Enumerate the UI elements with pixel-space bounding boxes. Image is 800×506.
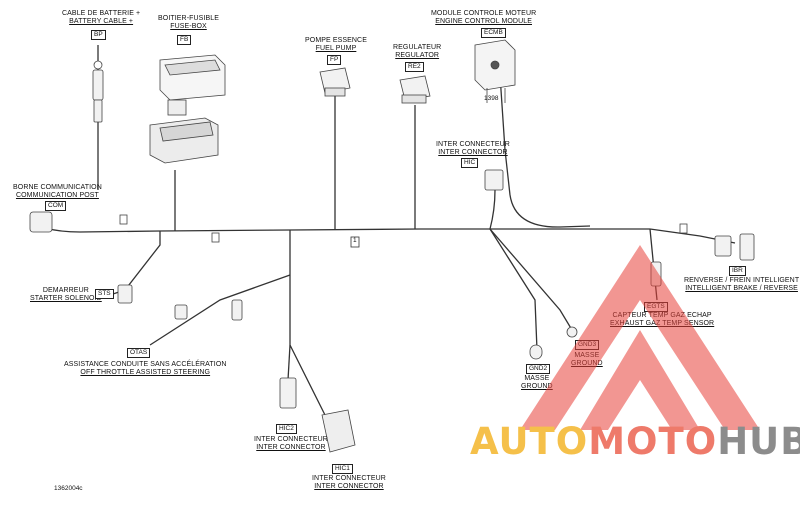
tag-hic1: HIC1 <box>332 464 353 474</box>
sts-label: DEMARREUR STARTER SOLENOID <box>30 287 102 303</box>
egts-fr: CAPTEUR TEMP GAZ ECHAP <box>612 312 712 319</box>
tag-hic: HIC <box>461 158 479 168</box>
watermark-part-moto: MOTO <box>588 420 718 463</box>
hic2-fr: INTER CONNECTEUR <box>254 436 328 443</box>
com-en: COMMUNICATION POST <box>15 192 99 199</box>
harness-mark: 1 <box>353 237 357 244</box>
gnd2-label: MASSE GROUND <box>521 375 553 391</box>
tag-gnd3: GND3 <box>575 340 600 350</box>
otas-label: ASSISTANCE CONDUITE SANS ACCÉLÉRATION OF… <box>64 361 227 377</box>
otas-fr: ASSISTANCE CONDUITE SANS ACCÉLÉRATION <box>64 361 227 368</box>
watermark-part-auto: AUTO <box>470 420 589 463</box>
tag-com: COM <box>45 201 67 211</box>
ibr-en: INTELLIGENT BRAKE / REVERSE <box>685 285 798 292</box>
tag-ibr: IBR <box>729 266 746 276</box>
connector-shapes <box>29 39 755 453</box>
hic-en: INTER CONNECTOR <box>438 149 508 156</box>
tag-egts: EGTS <box>644 302 668 312</box>
hic-fr: INTER CONNECTEUR <box>436 141 510 148</box>
gnd3-label: MASSE GROUND <box>571 352 603 368</box>
ecm-part-number: 1398 <box>484 95 499 102</box>
sts-fr: DEMARREUR <box>42 287 89 294</box>
tag-otas: OTAS <box>127 348 151 358</box>
battery-cable-label: CABLE DE BATTERIE + BATTERY CABLE + <box>62 10 140 26</box>
fuel-pump-label: POMPE ESSENCE FUEL PUMP <box>305 37 367 53</box>
ecm-fr: MODULE CONTROLE MOTEUR <box>431 10 537 17</box>
sts-en: STARTER SOLENOID <box>30 295 102 302</box>
hic1-label: INTER CONNECTEUR INTER CONNECTOR <box>312 475 386 491</box>
tag-gnd2: GND2 <box>526 364 551 374</box>
fuel-pump-fr: POMPE ESSENCE <box>305 37 367 44</box>
tag-bp: BP <box>91 30 106 40</box>
ibr-label: RENVERSE / FREIN INTELLIGENT INTELLIGENT… <box>684 277 799 293</box>
ibr-fr: RENVERSE / FREIN INTELLIGENT <box>684 277 800 284</box>
battery-cable-fr: CABLE DE BATTERIE + <box>62 10 141 17</box>
tag-fp: FP <box>327 55 342 65</box>
hic1-fr: INTER CONNECTEUR <box>312 475 386 482</box>
gnd3-fr: MASSE <box>574 352 600 359</box>
fuse-box-fr: BOITIER-FUSIBLE <box>158 15 220 22</box>
ecm-en: ENGINE CONTROL MODULE <box>435 18 532 25</box>
fuse-box-label: BOITIER-FUSIBLE FUSE-BOX <box>158 15 219 31</box>
battery-cable-en: BATTERY CABLE + <box>69 18 134 25</box>
otas-en: OFF THROTTLE ASSISTED STEERING <box>80 369 211 376</box>
regulator-label: REGULATEUR REGULATOR <box>393 44 441 60</box>
gnd2-en: GROUND <box>521 383 553 390</box>
egts-en: EXHAUST GAZ TEMP SENSOR <box>610 320 715 327</box>
gnd2-fr: MASSE <box>524 375 550 382</box>
tag-hic2: HIC2 <box>276 424 297 434</box>
tag-sts: STS <box>95 289 114 299</box>
regulator-en: REGULATOR <box>395 52 440 59</box>
gnd3-en: GROUND <box>571 360 603 367</box>
fuse-box-en: FUSE-BOX <box>170 23 207 30</box>
watermark-text: AUTOMOTOHUB <box>470 420 800 463</box>
fuel-pump-en: FUEL PUMP <box>315 45 357 52</box>
com-fr: BORNE COMMUNICATION <box>13 184 102 191</box>
ecm-label: MODULE CONTROLE MOTEUR ENGINE CONTROL MO… <box>431 10 536 26</box>
hic2-en: INTER CONNECTOR <box>256 444 326 451</box>
drawing-number: 1362004c <box>54 485 83 492</box>
tag-fb: FB <box>177 35 192 45</box>
watermark-part-hub: HUB <box>717 420 800 463</box>
tag-re2: RE2 <box>405 62 424 72</box>
hic-label: INTER CONNECTEUR INTER CONNECTOR <box>436 141 510 157</box>
com-label: BORNE COMMUNICATION COMMUNICATION POST <box>13 184 102 200</box>
tag-ecmb: ECMB <box>481 28 506 38</box>
regulator-fr: REGULATEUR <box>393 44 442 51</box>
hic1-en: INTER CONNECTOR <box>314 483 384 490</box>
egts-label: CAPTEUR TEMP GAZ ECHAP EXHAUST GAZ TEMP … <box>610 312 714 328</box>
hic2-label: INTER CONNECTEUR INTER CONNECTOR <box>254 436 328 452</box>
